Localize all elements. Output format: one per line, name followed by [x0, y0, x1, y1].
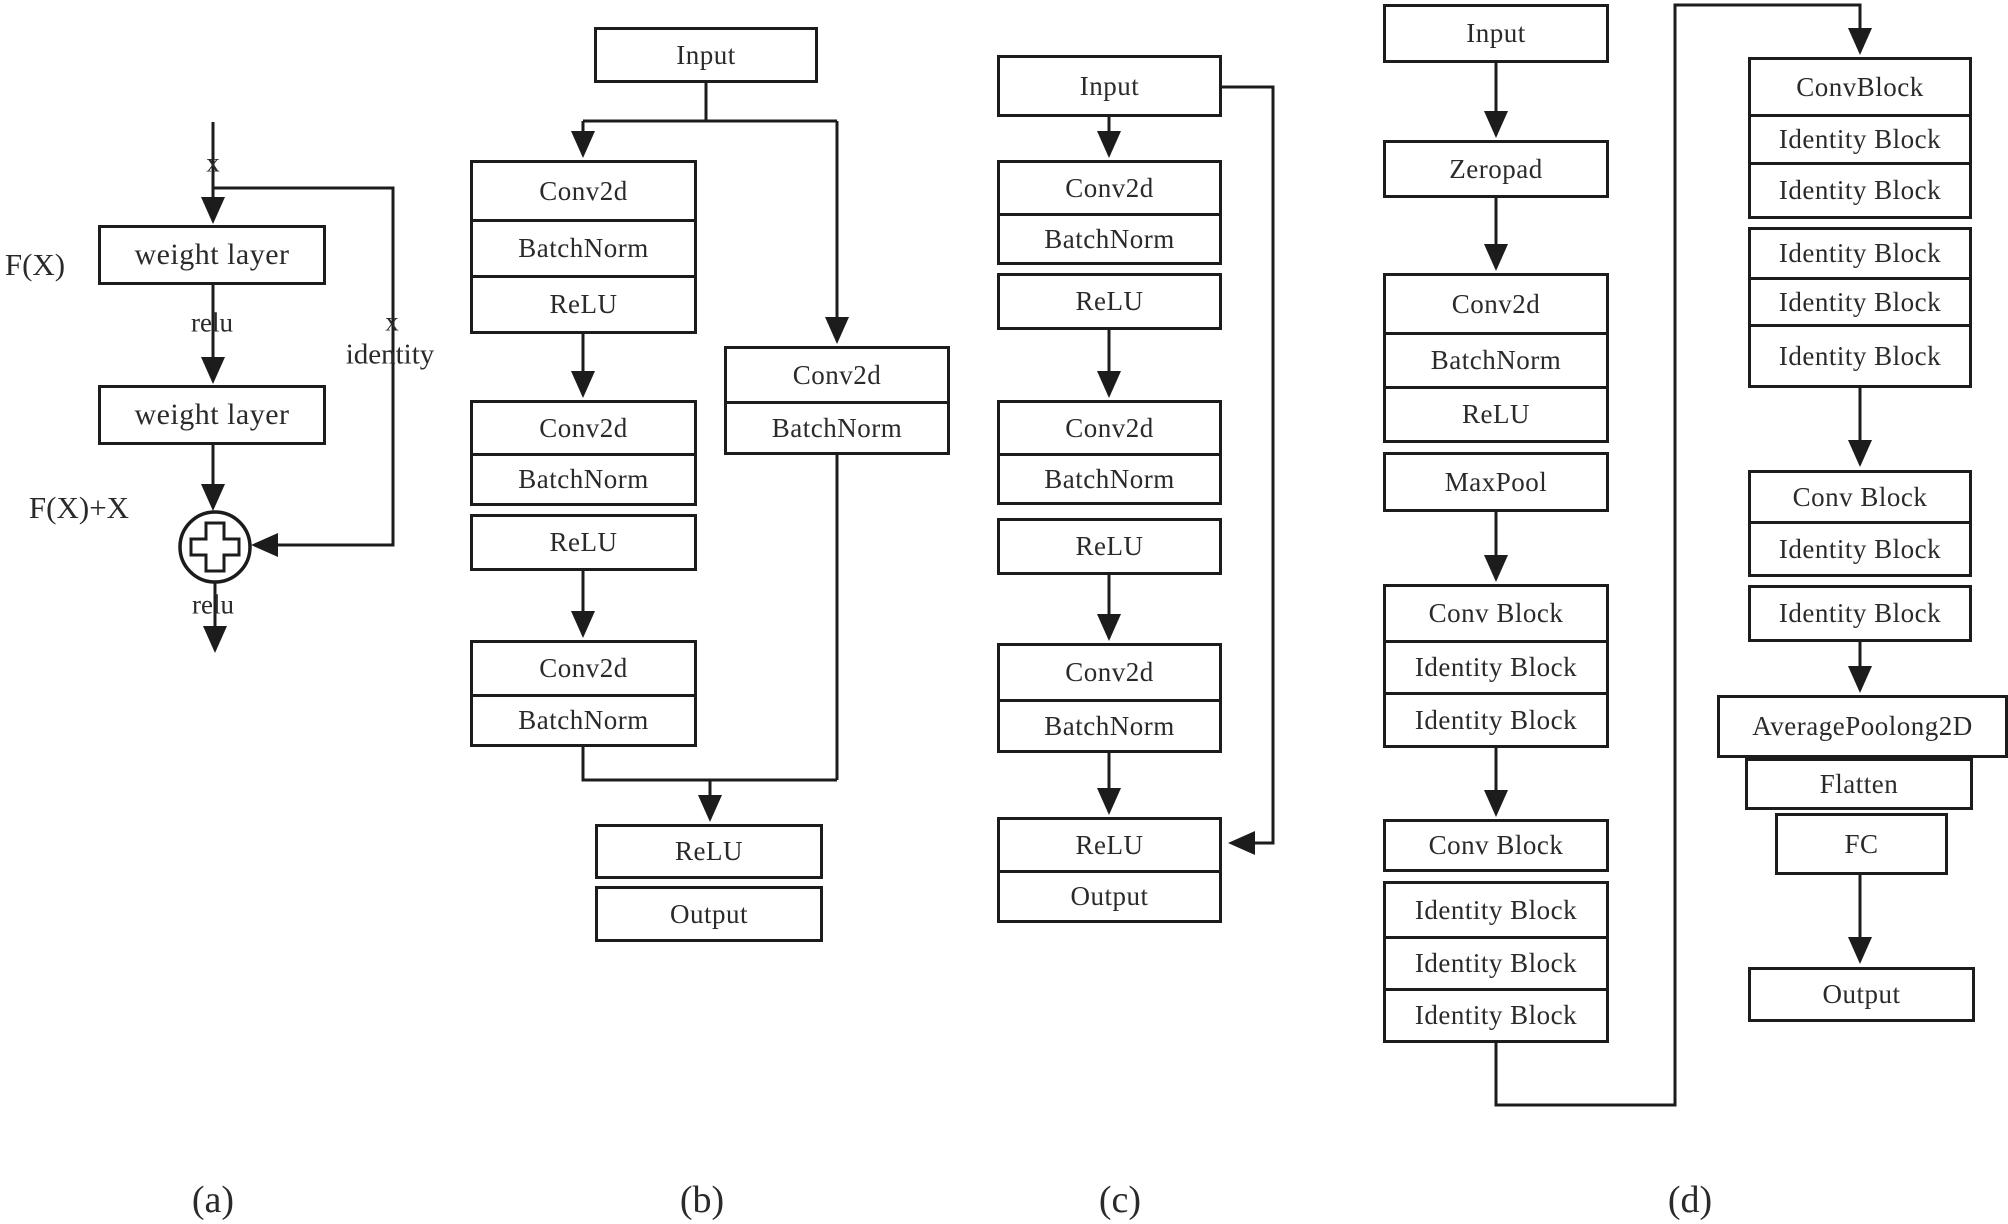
d-column-connector	[1494, 3, 1872, 1107]
b-conv2d-3: Conv2d	[539, 653, 628, 683]
c-relu-out: ReLU	[1075, 829, 1144, 860]
d-stage4-stack: Conv Block Identity Block	[1748, 470, 1972, 577]
b-batchnorm-3: BatchNorm	[473, 694, 694, 744]
d-stage3b-identity-1: Identity Block	[1778, 238, 1942, 268]
a-identity-label: identity	[345, 338, 435, 371]
d-stage2-stack: Identity Block Identity Block Identity B…	[1383, 881, 1609, 1043]
d-stage1-stack: Conv Block Identity Block Identity Block	[1383, 584, 1609, 748]
a-plus-icon	[189, 521, 241, 573]
a-input-var-label: x	[206, 147, 220, 178]
caption-c: (c)	[1098, 1179, 1142, 1221]
d-stage2-conv-block-box: Conv Block	[1383, 819, 1609, 872]
a-fx-label: F(X)	[4, 247, 66, 282]
d-stage1-identity-1: Identity Block	[1386, 640, 1606, 692]
a-skip-connection	[213, 186, 395, 557]
b-conv2d-1: Conv2d	[539, 175, 628, 206]
a-relu-label-1: relu	[191, 307, 233, 338]
caption-b: (b)	[679, 1179, 725, 1221]
b-stack-2: Conv2d BatchNorm	[470, 400, 697, 506]
c-skip-connection	[1222, 85, 1275, 855]
b-relu-out-box: ReLU	[595, 824, 823, 879]
d-stage3b-stack: Identity Block Identity Block Identity B…	[1748, 227, 1972, 388]
c-relu-1-box: ReLU	[997, 273, 1222, 330]
b-batchnorm-1: BatchNorm	[473, 219, 694, 275]
a-skip-var-label: x	[385, 306, 399, 337]
d-batchnorm: BatchNorm	[1386, 332, 1606, 386]
caption-d: (d)	[1667, 1179, 1713, 1221]
d-stage3-conv-block: ConvBlock	[1796, 71, 1924, 102]
b-relu-1: ReLU	[473, 275, 694, 331]
b-shortcut-conv2d: Conv2d	[792, 359, 882, 390]
a-weight-layer-2: weight layer	[98, 385, 326, 445]
d-stage2-identity-2: Identity Block	[1386, 936, 1606, 988]
d-stage2-identity-3: Identity Block	[1386, 988, 1606, 1040]
d-stage3-identity-2: Identity Block	[1751, 162, 1969, 216]
b-input-box: Input	[594, 27, 818, 83]
b-stack-3: Conv2d BatchNorm	[470, 640, 697, 747]
d-flatten-box: Flatten	[1745, 758, 1973, 810]
c-conv2d-3: Conv2d	[1065, 657, 1154, 687]
c-relu-2-box: ReLU	[997, 518, 1222, 575]
b-shortcut-stack: Conv2d BatchNorm	[724, 346, 950, 455]
c-stack-3: Conv2d BatchNorm	[997, 643, 1222, 753]
d-output-box: Output	[1748, 967, 1975, 1022]
a-relu-label-2: relu	[192, 589, 234, 620]
b-merge-left	[581, 747, 837, 782]
c-input-box: Input	[997, 55, 1222, 117]
d-stage3-stack: ConvBlock Identity Block Identity Block	[1748, 57, 1972, 219]
d-stage1-conv-block: Conv Block	[1428, 598, 1564, 628]
d-avgpool-box: AveragePoolong2D	[1717, 695, 2008, 758]
d-stage4-conv-block: Conv Block	[1792, 481, 1928, 512]
c-stack-2: Conv2d BatchNorm	[997, 400, 1222, 505]
d-maxpool-box: MaxPool	[1383, 452, 1609, 512]
a-weight-layer-1: weight layer	[98, 225, 326, 285]
d-stage1-identity-2: Identity Block	[1386, 692, 1606, 745]
d-stage2-identity-1: Identity Block	[1414, 894, 1578, 925]
c-batchnorm-1: BatchNorm	[1000, 213, 1219, 262]
d-conv2d: Conv2d	[1451, 288, 1541, 319]
d-stem-stack: Conv2d BatchNorm ReLU	[1383, 273, 1609, 443]
c-output: Output	[1000, 870, 1219, 920]
caption-a: (a)	[191, 1179, 235, 1221]
d-input-box: Input	[1383, 4, 1609, 63]
d-stage3-identity-1: Identity Block	[1751, 114, 1969, 162]
d-stage4-identity-box: Identity Block	[1748, 585, 1972, 642]
d-relu: ReLU	[1386, 386, 1606, 440]
b-shortcut-batchnorm: BatchNorm	[727, 401, 947, 452]
c-conv2d-1: Conv2d	[1065, 172, 1154, 203]
d-zeropad-box: Zeropad	[1383, 140, 1609, 198]
d-fc-box: FC	[1775, 813, 1948, 875]
c-batchnorm-3: BatchNorm	[1000, 699, 1219, 750]
b-conv2d-2: Conv2d	[539, 412, 628, 443]
a-fx-plus-x-label: F(X)+X	[28, 490, 130, 525]
d-stage3b-identity-3: Identity Block	[1751, 324, 1969, 385]
c-batchnorm-2: BatchNorm	[1000, 453, 1219, 502]
b-batchnorm-2: BatchNorm	[473, 453, 694, 503]
d-stage3b-identity-2: Identity Block	[1751, 277, 1969, 324]
c-stack-1: Conv2d BatchNorm	[997, 160, 1222, 265]
c-out-stack: ReLU Output	[997, 817, 1222, 923]
b-relu-mid-box: ReLU	[470, 514, 697, 571]
d-stage4-identity-1: Identity Block	[1751, 521, 1969, 574]
b-output-box: Output	[595, 886, 823, 942]
c-conv2d-2: Conv2d	[1065, 412, 1154, 443]
b-stack-1: Conv2d BatchNorm ReLU	[470, 160, 697, 334]
